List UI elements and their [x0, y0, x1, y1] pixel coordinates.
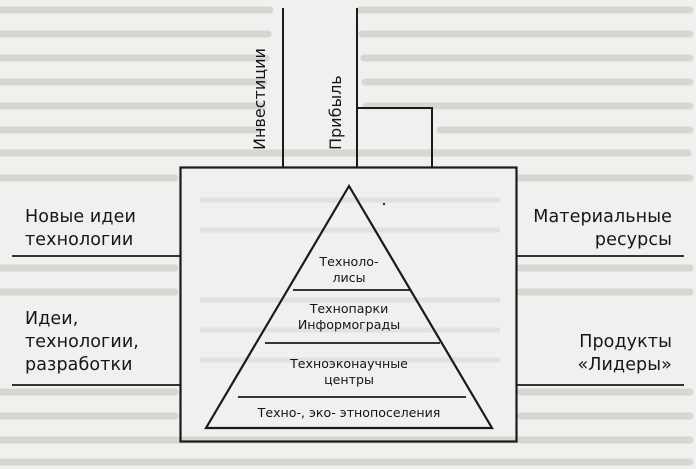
- new-ideas-line-1: Новые идеи: [25, 207, 136, 227]
- dot-mark: [382, 202, 386, 206]
- material-line-2: ресурсы: [594, 230, 672, 250]
- material-line-1: Материальные: [533, 207, 672, 227]
- products-line-2: «Лидеры»: [577, 355, 672, 375]
- ideas-line-3: разработки: [25, 355, 133, 375]
- ideas-line-2: технологии,: [25, 332, 139, 352]
- tier-1-line-2: лисы: [332, 270, 366, 285]
- ideas-label: Идеи, технологии, разработки: [25, 308, 139, 377]
- enclosure-box: [179, 166, 518, 443]
- tier-3-label: Техноэконаучные центры: [249, 356, 449, 388]
- tier-3-line-1: Техноэконаучные: [290, 356, 408, 371]
- new-ideas-line-2: технологии: [25, 230, 134, 250]
- tier-3-line-2: центры: [324, 372, 374, 387]
- profit-loop: [357, 107, 433, 168]
- profit-label: Прибыль: [326, 75, 345, 150]
- tier-2-line-1: Технопарки: [309, 301, 389, 316]
- investments-label: Инвестиции: [250, 48, 269, 150]
- pyramid: [204, 183, 494, 430]
- tier-4-line-1: Техно-, эко- этнопоселения: [257, 405, 441, 420]
- new-ideas-label: Новые идеи технологии: [25, 206, 136, 252]
- tier-1-line-1: Техноло-: [319, 254, 379, 269]
- products-line-1: Продукты: [579, 332, 672, 352]
- tier-1-label: Техноло- лисы: [249, 254, 449, 286]
- tier-2-label: Технопарки Информограды: [249, 301, 449, 333]
- ideas-line-1: Идеи,: [25, 309, 79, 329]
- products-label: Продукты «Лидеры»: [577, 331, 672, 377]
- tier-2-line-2: Информограды: [297, 317, 401, 332]
- material-label: Материальные ресурсы: [533, 206, 672, 252]
- tier-4-label: Техно-, эко- этнопоселения: [199, 405, 499, 421]
